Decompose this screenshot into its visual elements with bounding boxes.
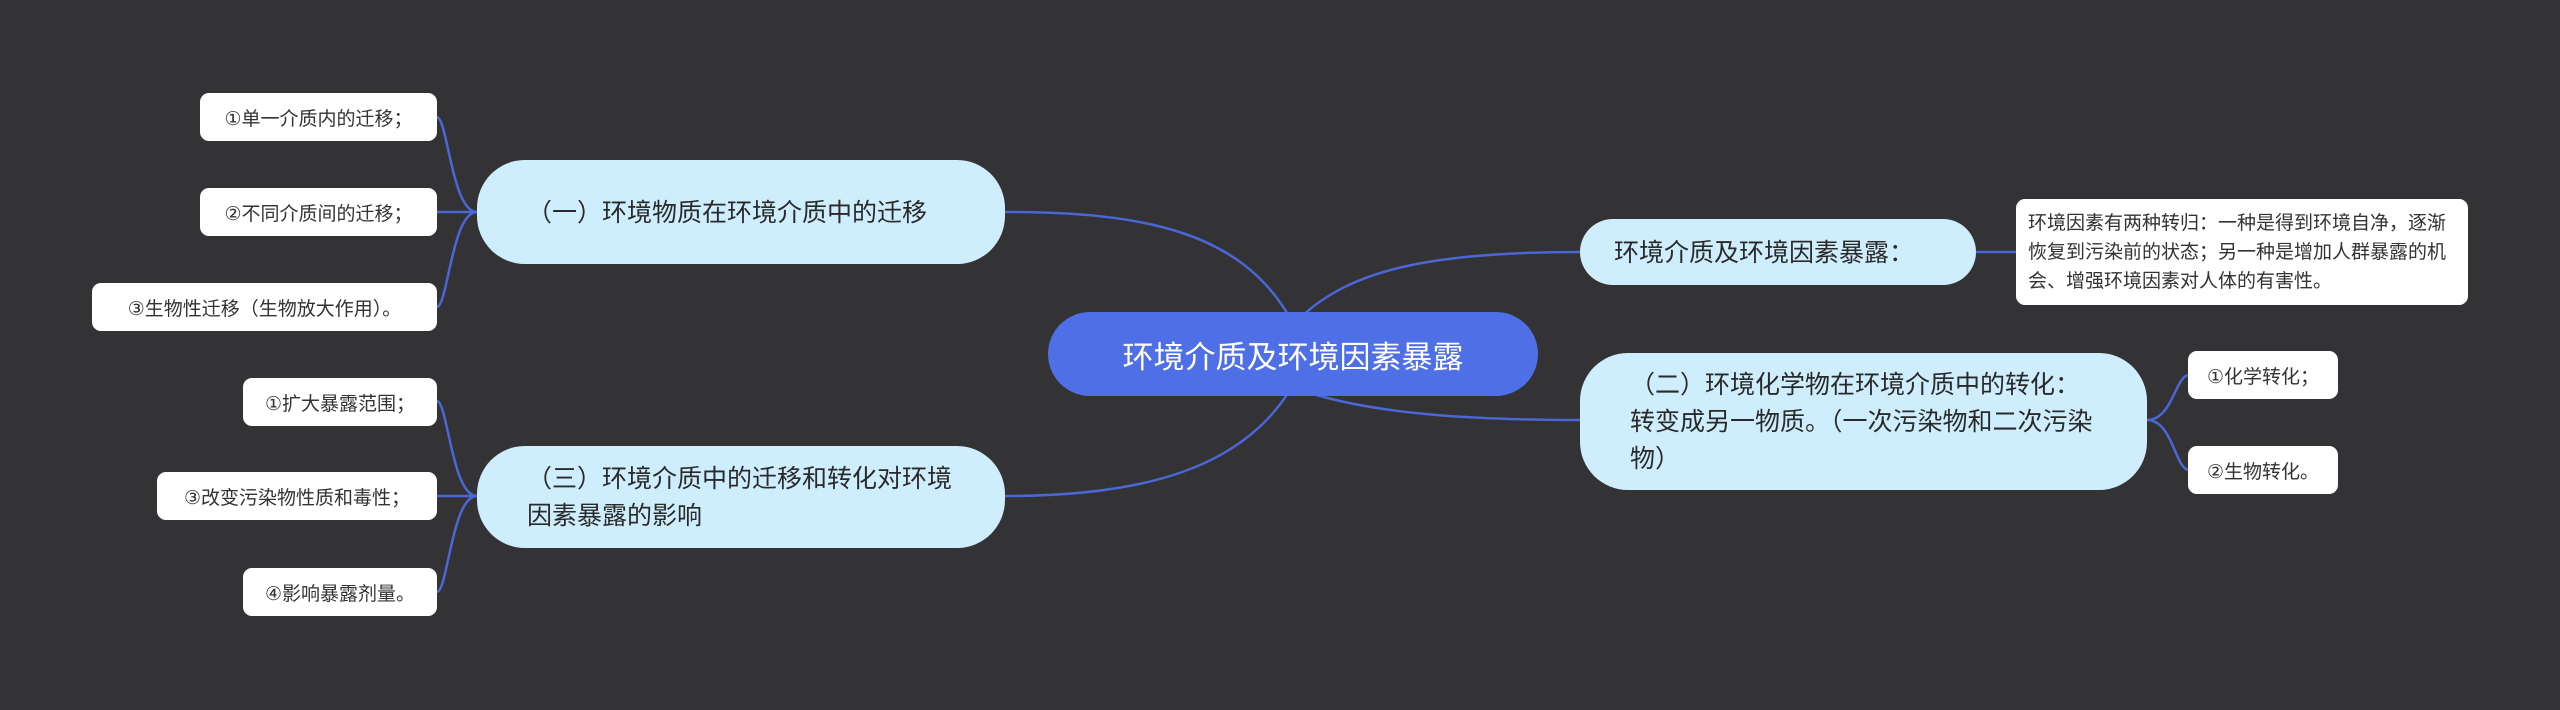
leaf-affect-exposure-dose[interactable]: ④影响暴露剂量。 bbox=[243, 568, 437, 616]
root-topic-label: 环境介质及环境因素暴露 bbox=[1122, 339, 1464, 376]
branch-transport-node[interactable]: （一）环境物质在环境介质中的迁移 bbox=[477, 160, 1005, 264]
branch-impact-label: （三）环境介质中的迁移和转化对环境因素暴露的影响 bbox=[527, 464, 953, 530]
branch-transformation-label: （二）环境化学物在环境介质中的转化：转变成另一物质。（一次污染物和二次污染物） bbox=[1630, 370, 2093, 473]
leaf-label: ②不同介质间的迁移； bbox=[224, 202, 413, 225]
leaf-label: ③生物性迁移（生物放大作用）。 bbox=[127, 297, 402, 320]
link-one-leaf-1 bbox=[436, 115, 478, 214]
branch-transformation-node[interactable]: （二）环境化学物在环境介质中的转化：转变成另一物质。（一次污染物和二次污染物） bbox=[1580, 353, 2147, 490]
leaf-label: ①扩大暴露范围； bbox=[264, 392, 416, 415]
branch-impact-node[interactable]: （三）环境介质中的迁移和转化对环境因素暴露的影响 bbox=[477, 446, 1005, 548]
link-one-leaf-3 bbox=[436, 210, 478, 309]
exposure-note-text: 环境因素有两种转归：一种是得到环境自净，逐渐恢复到污染前的状态；另一种是增加人群… bbox=[2028, 211, 2447, 292]
leaf-inter-medium-transport[interactable]: ②不同介质间的迁移； bbox=[200, 188, 437, 236]
link-two-leaf-2 bbox=[2146, 418, 2189, 472]
link-root-branch-exposure bbox=[1299, 250, 1581, 319]
branch-exposure-label: 环境介质及环境因素暴露： bbox=[1614, 237, 1915, 267]
link-three-leaf-3 bbox=[436, 494, 478, 594]
branch-exposure-node[interactable]: 环境介质及环境因素暴露： bbox=[1580, 219, 1976, 285]
link-two-leaf-1 bbox=[2146, 373, 2189, 422]
leaf-biological-transport[interactable]: ③生物性迁移（生物放大作用）。 bbox=[92, 283, 437, 331]
leaf-label: ③改变污染物性质和毒性； bbox=[183, 486, 411, 509]
leaf-chemical-transformation[interactable]: ①化学转化； bbox=[2188, 351, 2338, 399]
exposure-note[interactable]: 环境因素有两种转归：一种是得到环境自净，逐渐恢复到污染前的状态；另一种是增加人群… bbox=[2016, 199, 2468, 305]
branch-transport-label: （一）环境物质在环境介质中的迁移 bbox=[527, 197, 928, 227]
link-root-branch-one bbox=[1004, 210, 1292, 319]
leaf-label: ①单一介质内的迁移； bbox=[224, 107, 413, 130]
leaf-single-medium-transport[interactable]: ①单一介质内的迁移； bbox=[200, 93, 437, 141]
leaf-label: ④影响暴露剂量。 bbox=[264, 582, 416, 605]
leaf-change-pollutant-toxicity[interactable]: ③改变污染物性质和毒性； bbox=[157, 472, 437, 520]
leaf-label: ①化学转化； bbox=[2206, 365, 2320, 388]
leaf-expand-exposure-range[interactable]: ①扩大暴露范围； bbox=[243, 378, 437, 426]
root-topic[interactable]: 环境介质及环境因素暴露 bbox=[1048, 312, 1538, 396]
leaf-biological-transformation[interactable]: ②生物转化。 bbox=[2188, 446, 2338, 494]
link-root-branch-three bbox=[1004, 389, 1292, 498]
leaf-label: ②生物转化。 bbox=[2206, 460, 2320, 483]
link-three-leaf-1 bbox=[436, 399, 478, 498]
link-root-branch-two bbox=[1309, 391, 1581, 422]
